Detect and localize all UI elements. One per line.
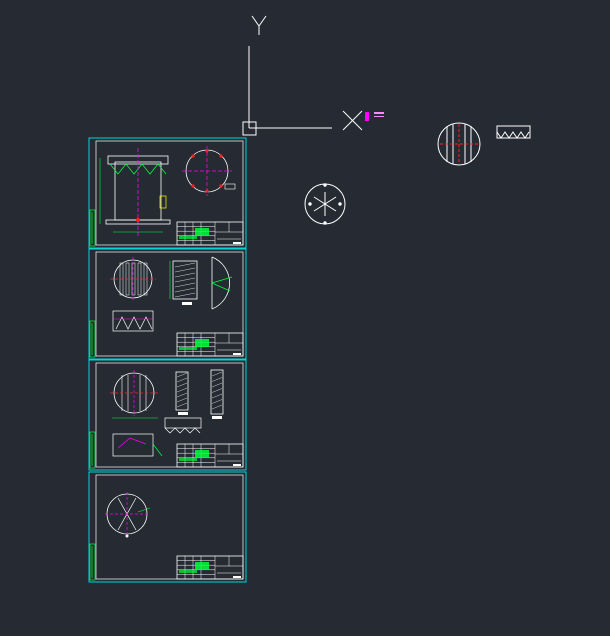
teeth-profile xyxy=(115,316,153,330)
sheet-binding-strip xyxy=(89,209,96,247)
arc-view xyxy=(211,256,231,310)
view-label xyxy=(212,416,222,419)
ucs-y-label: Y xyxy=(270,13,271,15)
title-block-fill xyxy=(179,570,197,573)
sheet-outer-border xyxy=(88,137,247,249)
view-label xyxy=(178,412,188,415)
sheet-binding-strip xyxy=(89,543,96,581)
sheet-inner-border xyxy=(95,140,244,246)
title-block xyxy=(176,555,244,580)
title-block-fill xyxy=(179,236,197,239)
loose-circle-asterisk[interactable] xyxy=(304,183,346,225)
vessel-nozzle xyxy=(159,195,167,209)
arc-leader xyxy=(211,282,231,292)
title-block-fill xyxy=(179,347,197,350)
sheet-number-mark xyxy=(233,576,241,578)
bolt-hole xyxy=(191,184,195,188)
sheet-outer-border xyxy=(88,248,247,360)
hatch-line xyxy=(211,388,223,393)
skew-detail-box xyxy=(112,433,154,457)
hatch-line xyxy=(176,397,188,403)
point-mark xyxy=(125,534,129,538)
hatch-line xyxy=(174,282,196,288)
sheet-binding-strip xyxy=(89,431,96,469)
bolt-hole xyxy=(191,154,195,158)
sheet-number-mark xyxy=(233,353,241,355)
hatch-line xyxy=(211,399,223,404)
serrated-strip xyxy=(164,417,202,429)
side-view xyxy=(172,260,198,300)
sheet-2[interactable] xyxy=(88,248,247,360)
bar-view xyxy=(175,371,189,411)
hatch-line xyxy=(211,393,223,399)
bolt-hole xyxy=(205,149,209,153)
sheet-number-mark xyxy=(233,242,241,244)
hatch-line xyxy=(174,287,196,293)
sheet-inner-border xyxy=(95,251,244,357)
hatch-line xyxy=(174,292,196,298)
hatch-line xyxy=(176,377,188,383)
ucs-x-label: X xyxy=(370,109,371,111)
hatch-line xyxy=(176,387,188,393)
sheet-4-views xyxy=(105,492,151,538)
sheet-4[interactable] xyxy=(88,471,247,583)
sheet-inner-border xyxy=(95,362,244,468)
vessel-center-mark xyxy=(136,218,140,222)
hatch-line xyxy=(174,262,196,268)
view-label xyxy=(182,302,192,305)
sheet-outer-border xyxy=(88,359,247,471)
arc-leader xyxy=(211,276,233,284)
leader-line xyxy=(137,507,151,513)
title-block-fill xyxy=(195,450,209,458)
sheet-inner-border xyxy=(95,474,244,580)
ucs-icon xyxy=(242,15,363,136)
drawing-sheets xyxy=(88,137,247,583)
title-block-fill xyxy=(195,228,209,236)
sheet-2-views xyxy=(110,256,233,332)
bolt-hole xyxy=(219,184,223,188)
hatch-line xyxy=(176,402,188,408)
title-block xyxy=(176,332,244,357)
title-block-fill xyxy=(179,458,197,461)
title-block-fill xyxy=(195,339,209,347)
bolt-hole xyxy=(205,189,209,193)
hatch-line xyxy=(211,382,223,388)
loose-serrated-profile[interactable] xyxy=(496,125,531,139)
hatch-line xyxy=(174,267,196,273)
sheet-binding-strip xyxy=(89,320,96,358)
ucs-marker-icon xyxy=(365,112,384,121)
sheet-3[interactable] xyxy=(88,359,247,471)
hatch-line xyxy=(211,377,223,382)
title-block-fill xyxy=(195,562,209,570)
sheet-1-views xyxy=(99,146,236,238)
skew-line xyxy=(117,437,147,449)
teeth-detail-box xyxy=(112,310,154,332)
loose-hatched-circle[interactable] xyxy=(437,122,481,166)
title-block xyxy=(176,221,244,246)
sheet-3-views xyxy=(110,369,224,457)
sheet-number-mark xyxy=(233,464,241,466)
hatch-line xyxy=(176,382,188,388)
hatch-line xyxy=(211,371,223,377)
sheet-1[interactable] xyxy=(88,137,247,249)
bar-view xyxy=(210,369,224,415)
serration xyxy=(164,427,201,434)
hatch-line xyxy=(174,272,196,278)
plan-label-box xyxy=(224,183,236,190)
hatch-line xyxy=(174,277,196,283)
hatch-line xyxy=(211,404,223,410)
title-block xyxy=(176,443,244,468)
hatch-line xyxy=(176,372,188,378)
sheet-outer-border xyxy=(88,471,247,583)
leader-line xyxy=(152,443,163,457)
bolt-hole xyxy=(219,154,223,158)
hatch-line xyxy=(176,392,188,398)
